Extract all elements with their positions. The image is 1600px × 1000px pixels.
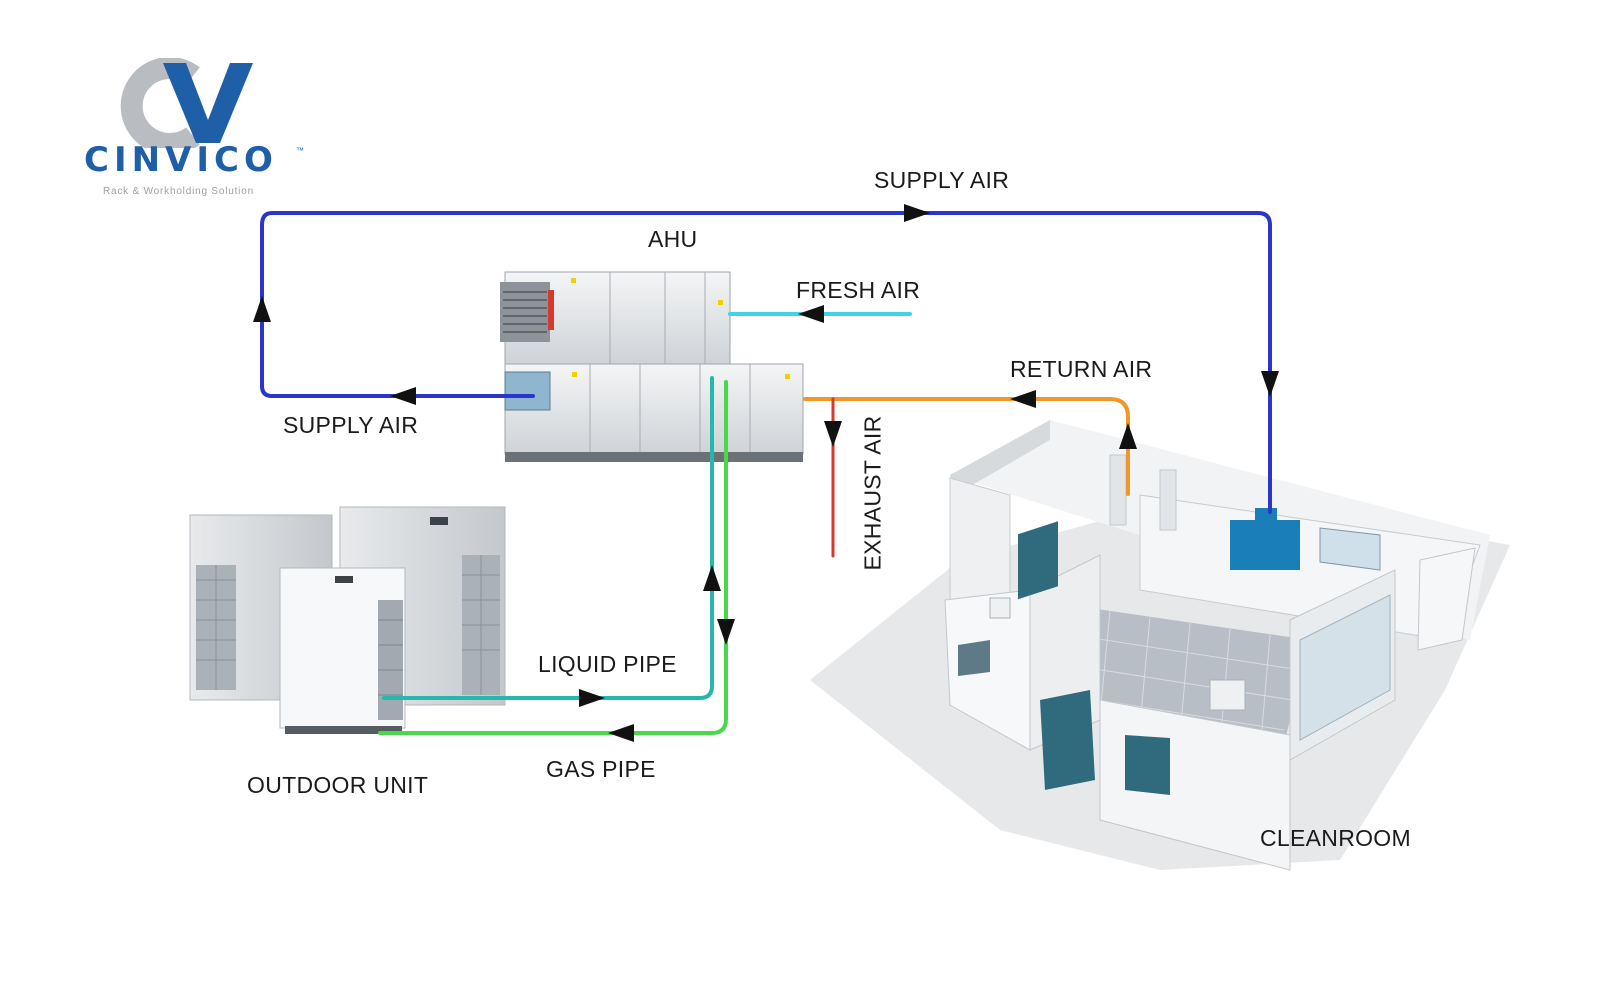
label-exhaust-air: EXHAUST AIR [859, 415, 886, 571]
label-cleanroom: CLEANROOM [1260, 825, 1411, 851]
arrow-return-air [1010, 390, 1036, 408]
label-liquid-pipe: LIQUID PIPE [538, 651, 677, 677]
label-outdoor-unit: OUTDOOR UNIT [247, 772, 429, 798]
arrow-supply-left-up [253, 296, 271, 322]
label-fresh-air: FRESH AIR [796, 277, 921, 303]
cleanroom-model-icon [810, 420, 1510, 871]
return-air-line [803, 397, 1130, 496]
arrow-gas-left [608, 724, 634, 742]
outdoor-unit-icon [189, 506, 506, 734]
arrow-liquid-right [579, 689, 605, 707]
label-supply-air-left: SUPPLY AIR [283, 412, 419, 438]
label-supply-air-top: SUPPLY AIR [874, 167, 1010, 193]
brand-trademark: ™ [296, 146, 304, 155]
logo-mark-icon [120, 58, 253, 148]
arrow-supply-right-down [1261, 371, 1279, 397]
arrow-supply-left [390, 387, 416, 405]
brand-name: CINVICO [84, 140, 278, 180]
label-ahu: AHU [648, 226, 698, 252]
arrow-exhaust-down [824, 421, 842, 447]
label-gas-pipe: GAS PIPE [546, 756, 656, 782]
supply-air-line [260, 211, 1272, 514]
brand-tagline: Rack & Workholding Solution [103, 186, 254, 197]
arrow-gas-down [717, 619, 735, 645]
arrow-supply-top [904, 204, 930, 222]
flow-arrows [253, 204, 1279, 742]
arrow-return-up [1119, 423, 1137, 449]
ahu-unit-icon [500, 271, 804, 462]
gas-pipe-line [378, 380, 728, 735]
diffuser-icon [1230, 520, 1300, 570]
liquid-pipe-line [382, 376, 714, 700]
arrow-liquid-up [703, 565, 721, 591]
arrow-fresh-air [798, 305, 824, 323]
label-return-air: RETURN AIR [1010, 356, 1153, 382]
